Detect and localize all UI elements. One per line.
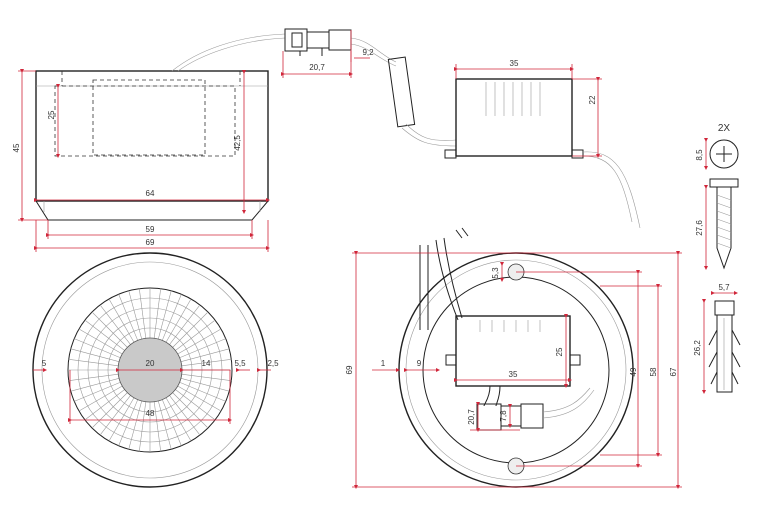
reflector-rib <box>118 399 139 446</box>
reflector-rib <box>157 290 172 340</box>
dim-front-48: 48 <box>146 409 155 418</box>
dim-back-5-3: 5,3 <box>491 267 500 279</box>
reflector-rib <box>179 338 226 359</box>
dim-front-20: 20 <box>146 359 155 368</box>
dim-back-49: 49 <box>629 367 638 376</box>
dim-back-9: 9 <box>417 359 422 368</box>
dim-anchor-width: 5,7 <box>718 283 730 292</box>
reflector-rib <box>177 328 222 355</box>
reflector-rib <box>169 395 201 436</box>
reflector-rib <box>180 377 230 392</box>
reflector-rib <box>153 401 162 452</box>
reflector-rib <box>175 389 216 421</box>
reflector-rib <box>68 358 119 367</box>
reflector-rib <box>78 385 123 412</box>
dim-right-42-5: 42,5 <box>233 135 242 151</box>
reflector-rib <box>179 381 226 402</box>
reflector-rib <box>180 348 230 363</box>
dim-width-64: 64 <box>146 189 155 198</box>
dim-back-1: 1 <box>381 359 386 368</box>
reflector-rib <box>161 399 182 446</box>
reflector-rib <box>165 298 192 343</box>
dim-anchor-length: 26,2 <box>693 340 702 356</box>
dim-front-2-5: 2,5 <box>267 359 279 368</box>
dim-front-5: 5 <box>42 359 47 368</box>
screw: 2X 8,5 27,6 <box>695 123 739 270</box>
cable-assembly: 20,7 9,2 <box>171 28 457 147</box>
reflector-rib <box>70 348 120 363</box>
reflector-rib <box>172 311 209 348</box>
dim-connector-20-7: 20,7 <box>309 63 325 72</box>
side-view: 45 25 42,5 64 59 69 <box>12 69 270 252</box>
dim-front-14: 14 <box>202 359 211 368</box>
driver-box: 35 22 <box>444 59 641 229</box>
dim-back-35: 35 <box>509 370 518 379</box>
reflector-rib <box>128 290 143 340</box>
dim-screw-length: 27,6 <box>695 220 704 236</box>
reflector-rib <box>99 304 131 345</box>
dim-screw-head: 8,5 <box>695 149 704 161</box>
reflector-rib <box>118 294 139 341</box>
reflector-rib <box>138 401 147 452</box>
dim-back-25: 25 <box>555 347 564 356</box>
dim-back-67: 67 <box>669 367 678 376</box>
dim-driver-22: 22 <box>588 95 597 104</box>
reflector-rib <box>99 395 131 436</box>
reflector-rib <box>161 294 182 341</box>
reflector-rib <box>181 358 232 367</box>
dim-height-45: 45 <box>12 143 21 152</box>
wall-anchor: 5,7 26,2 <box>693 283 741 394</box>
reflector-rib <box>177 385 222 412</box>
reflector-rib <box>74 381 121 402</box>
reflector-rib <box>128 400 143 450</box>
reflector-rib <box>70 377 120 392</box>
dim-connector-9-2: 9,2 <box>362 48 374 57</box>
reflector-rib <box>153 288 162 339</box>
reflector-rib <box>108 298 135 343</box>
dim-back-58: 58 <box>649 367 658 376</box>
front-view: 20 48 14 5 5,5 2,5 <box>32 252 279 488</box>
dim-back-20-7: 20,7 <box>467 409 476 425</box>
dim-back-7-8: 7,8 <box>499 410 508 422</box>
dim-width-59: 59 <box>146 225 155 234</box>
reflector-rib <box>74 338 121 359</box>
reflector-rib <box>157 400 172 450</box>
reflector-rib <box>169 304 201 345</box>
reflector-rib <box>172 392 209 429</box>
reflector-rib <box>68 373 119 382</box>
dim-back-69: 69 <box>345 365 354 374</box>
reflector-rib <box>78 328 123 355</box>
dim-front-5-5: 5,5 <box>234 359 246 368</box>
reflector-rib <box>91 392 128 429</box>
reflector-rib <box>175 319 216 351</box>
screw-quantity: 2X <box>718 123 731 134</box>
reflector-rib <box>84 389 125 421</box>
reflector-rib <box>84 319 125 351</box>
reflector-rib <box>91 311 128 348</box>
back-view: 69 1 9 35 25 5,3 49 58 67 20,7 7,8 <box>345 227 682 489</box>
dim-width-69: 69 <box>146 238 155 247</box>
reflector-rib <box>181 373 232 382</box>
dim-driver-35: 35 <box>510 59 519 68</box>
reflector-rib <box>138 288 147 339</box>
dim-inner-25: 25 <box>47 110 56 119</box>
